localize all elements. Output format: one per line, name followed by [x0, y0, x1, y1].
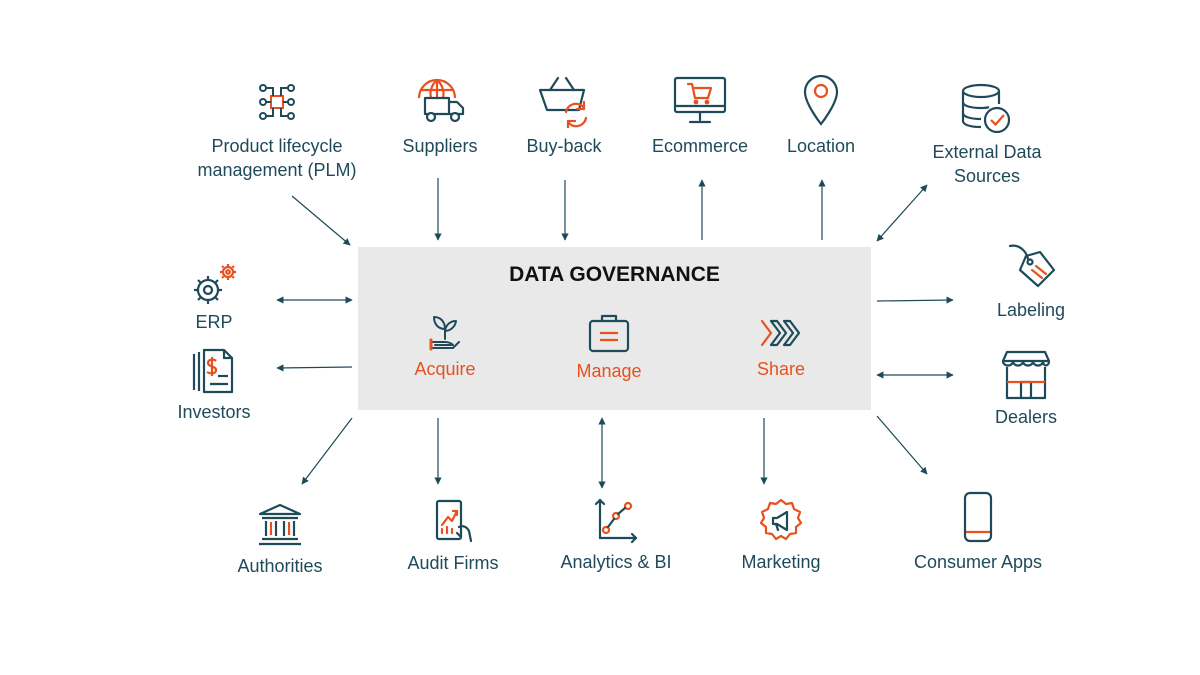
node-label-marketing: Marketing: [741, 552, 821, 572]
node-audit-firms: Audit Firms: [393, 497, 513, 575]
node-dealers: Dealers: [978, 349, 1074, 429]
smartphone-icon: [963, 491, 993, 543]
government-building-icon: [258, 503, 302, 546]
megaphone-badge-icon: [759, 498, 803, 541]
node-label-erp: ERP: [195, 312, 233, 332]
node-labeling: Labeling: [979, 242, 1083, 322]
node-label-location: Location: [786, 136, 856, 156]
node-label-audit-firms: Audit Firms: [407, 553, 499, 573]
node-buyback: Buy-back: [509, 72, 619, 158]
plant-hand-icon: [429, 316, 460, 351]
node-marketing: Marketing: [724, 496, 838, 574]
node-label-ecommerce: Ecommerce: [651, 136, 749, 156]
node-authorities: Authorities: [222, 502, 338, 578]
stage-label-manage: Manage: [576, 361, 642, 381]
node-plm: Product lifecycle management (PLM): [186, 80, 368, 182]
financial-document-icon: [192, 348, 234, 394]
stage-share: Share: [721, 313, 841, 380]
hub-title: DATA GOVERNANCE: [509, 263, 720, 286]
node-label-buyback: Buy-back: [526, 136, 602, 156]
node-analytics-bi: Analytics & BI: [547, 496, 685, 574]
arrow-authorities: [301, 417, 353, 485]
stage-acquire: Acquire: [385, 311, 505, 380]
storefront-icon: [1001, 350, 1051, 400]
node-label-suppliers: Suppliers: [402, 136, 478, 156]
data-governance-hub: DATA GOVERNANCE Acquire Manage Share: [358, 247, 871, 410]
arrow-plm: [291, 195, 351, 246]
gears-icon: [194, 264, 236, 304]
node-consumer-apps: Consumer Apps: [898, 490, 1058, 574]
circuit-chip-icon: [259, 84, 295, 120]
node-label-labeling: Labeling: [996, 300, 1066, 320]
forward-chevrons-icon: [760, 319, 801, 347]
stage-label-share: Share: [756, 359, 806, 379]
monitor-cart-icon: [673, 76, 727, 124]
stage-label-acquire: Acquire: [414, 359, 476, 379]
arrow-investors: [276, 364, 353, 372]
node-external-data-sources: External Data Sources: [917, 82, 1057, 188]
node-label-authorities: Authorities: [237, 556, 323, 576]
tablet-growth-icon: [435, 499, 473, 543]
node-label-analytics-bi: Analytics & BI: [560, 552, 672, 572]
node-label-plm: Product lifecycle management (PLM): [197, 136, 357, 180]
map-pin-icon: [803, 74, 839, 126]
node-location: Location: [766, 72, 876, 158]
arrow-consumer: [876, 415, 928, 475]
database-check-icon: [961, 83, 1011, 134]
node-suppliers: Suppliers: [385, 72, 495, 158]
line-chart-icon: [594, 498, 638, 544]
basket-refresh-icon: [538, 76, 588, 128]
node-investors: Investors: [160, 348, 268, 424]
node-label-investors: Investors: [177, 402, 251, 422]
node-label-external-data-sources: External Data Sources: [932, 142, 1042, 186]
arrow-labeling: [876, 296, 954, 304]
node-label-dealers: Dealers: [994, 407, 1058, 427]
globe-truck-icon: [417, 78, 465, 123]
briefcase-icon: [588, 314, 630, 353]
arrow-external: [876, 184, 928, 242]
node-label-consumer-apps: Consumer Apps: [913, 552, 1043, 572]
price-tag-icon: [1008, 244, 1056, 288]
stage-manage: Manage: [549, 311, 669, 382]
node-erp: ERP: [174, 262, 254, 334]
node-ecommerce: Ecommerce: [640, 74, 760, 158]
